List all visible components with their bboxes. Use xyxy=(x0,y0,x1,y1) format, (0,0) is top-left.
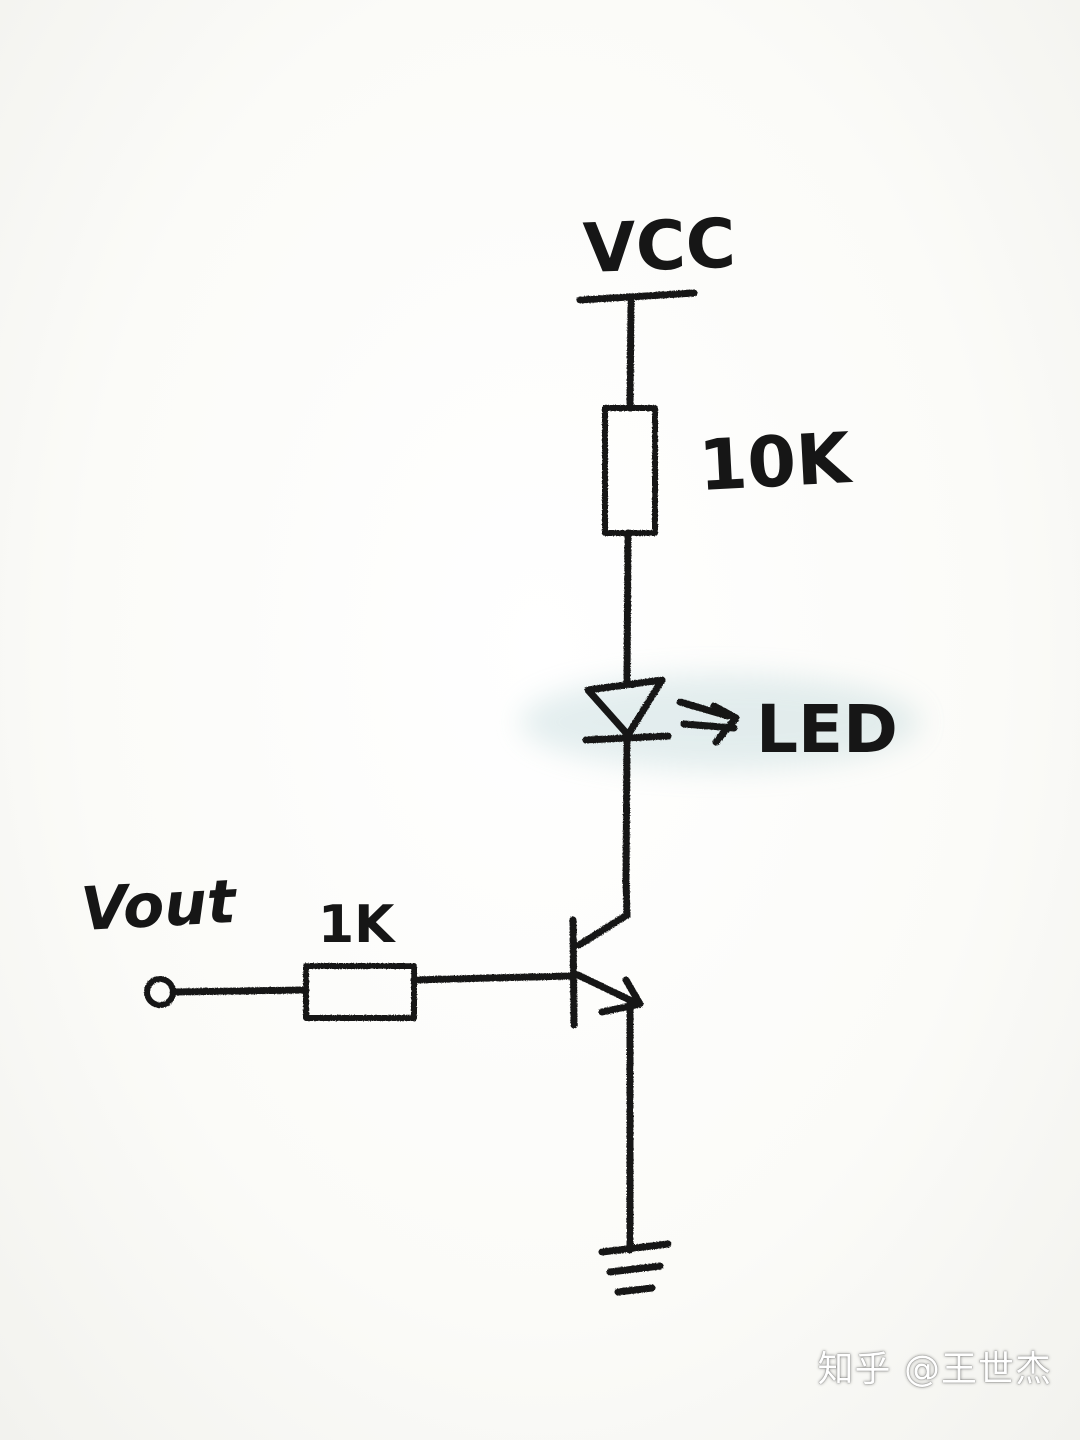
input-label: Vout xyxy=(79,867,239,945)
led-bar xyxy=(582,732,672,744)
resistor-10k xyxy=(602,405,658,536)
input-terminal xyxy=(144,976,176,1008)
led-light-arrows-icon xyxy=(676,698,740,746)
led-collector-wire xyxy=(622,738,631,919)
ground-icon xyxy=(598,1240,672,1296)
resistor-10k-label: 10K xyxy=(697,417,855,507)
led-label: LED xyxy=(756,691,898,768)
vcc-label: VCC xyxy=(582,205,737,289)
watermark: 知乎 @王世杰 xyxy=(817,1349,1052,1390)
resistor-1k-label: 1K xyxy=(318,895,396,955)
vcc-wire xyxy=(626,296,635,412)
base-wire xyxy=(410,972,576,984)
transistor-collector xyxy=(575,911,631,949)
transistor-base-bar xyxy=(569,916,578,1029)
input-wire xyxy=(169,986,310,996)
vcc-rail xyxy=(576,289,698,304)
led-glow-smudge xyxy=(520,674,920,770)
resistor-1k xyxy=(303,963,417,1021)
resistor-led-wire xyxy=(623,529,632,686)
emitter-arrow-icon xyxy=(598,976,644,1016)
led-triangle xyxy=(584,676,666,739)
transistor-emitter xyxy=(574,971,640,1007)
